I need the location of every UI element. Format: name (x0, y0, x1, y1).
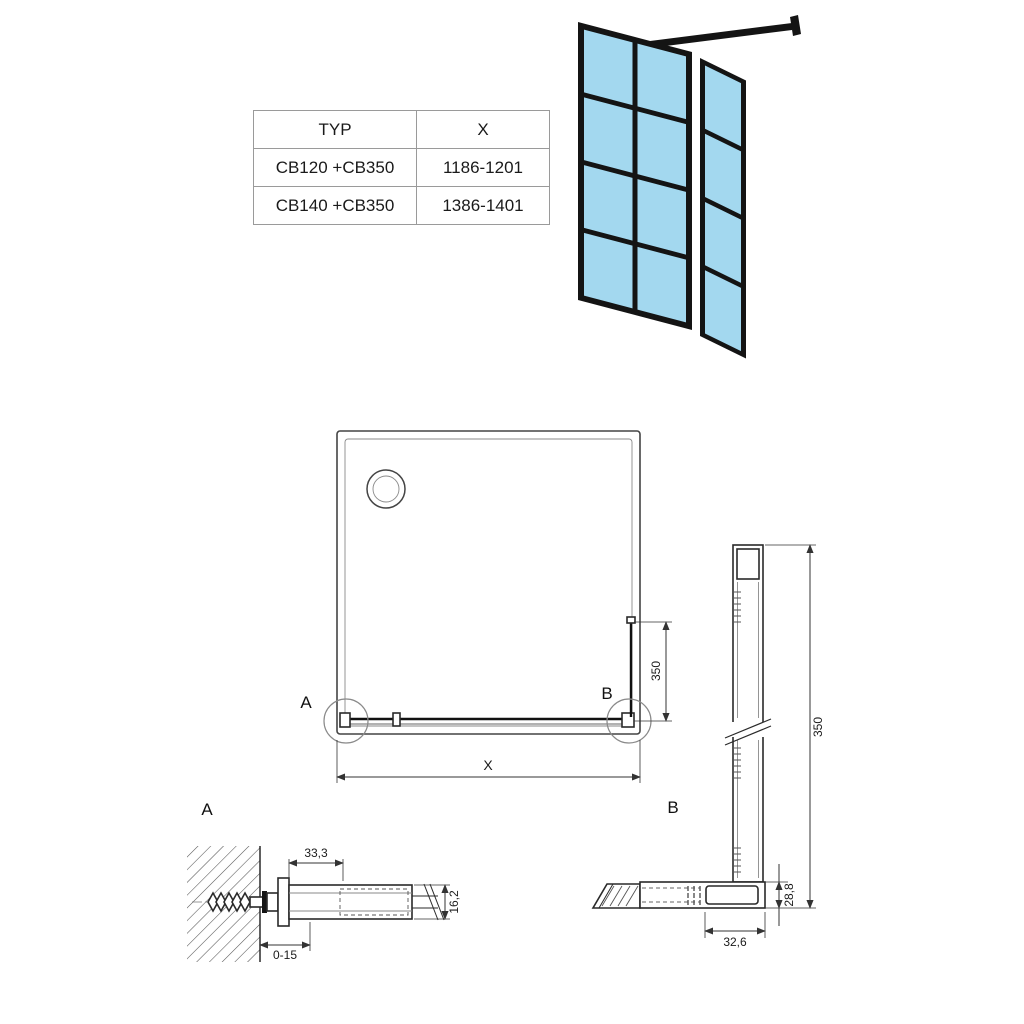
return-glass-panel (700, 58, 746, 359)
table-cell-x: 1386-1401 (416, 186, 550, 225)
dim-return-value: 350 (649, 661, 663, 681)
glass-pane (637, 246, 686, 323)
anchor-screw (207, 891, 279, 913)
clamp-profile (288, 884, 413, 920)
detail-circle-a (323, 698, 369, 744)
glass-pane (705, 201, 741, 283)
profile-rib-ticks (734, 591, 741, 873)
table-header-x: X (416, 110, 550, 149)
break-line (724, 725, 772, 746)
support-bar-bracket (790, 15, 801, 36)
foot-inner-profile (705, 885, 759, 905)
table-header-row: TYP X (253, 110, 550, 149)
detail-a-view: 33,3 16,2 0-15 A (187, 800, 461, 962)
vertical-profile (732, 544, 764, 883)
dim-height-value: 350 (811, 717, 825, 737)
support-bar (650, 23, 792, 48)
foot-rib-texture (687, 886, 701, 905)
dim-bracket-w-value: 32,6 (723, 935, 747, 949)
detail-a-callout: A (300, 693, 312, 712)
glass-pane (584, 165, 633, 241)
dim-x-value: X (483, 757, 493, 773)
side-view-b: 350 28,8 32,6 B (591, 544, 825, 949)
side-view-label: B (667, 798, 678, 817)
screw-washer (262, 891, 267, 913)
dim-clamp-h-value: 16,2 (447, 890, 461, 914)
glass-hidden-edge (339, 888, 409, 916)
foot-hatch (601, 885, 639, 907)
detail-a-view-label: A (201, 800, 213, 819)
glass-pane (584, 97, 633, 173)
foot-cut-edge (598, 883, 614, 909)
size-table: TYP X CB120 +CB350 1186-1201 CB140 +CB35… (253, 110, 550, 225)
glass-pane (705, 270, 741, 352)
plan-view: A B X 350 (300, 430, 672, 783)
isometric-view (578, 15, 801, 359)
glass-pane (705, 133, 741, 215)
glass-pane (705, 65, 741, 147)
dim-wall-gap-value: 0-15 (273, 948, 297, 962)
table-cell-typ: CB140 +CB350 (253, 186, 417, 225)
table-row: CB140 +CB350 1386-1401 (253, 186, 550, 225)
glass-pane (637, 111, 686, 187)
shower-tray-outer (336, 430, 641, 735)
glass-break-line (423, 883, 439, 921)
glass-break-line (429, 883, 445, 921)
table-header-typ: TYP (253, 110, 417, 149)
glass-pane (584, 232, 633, 309)
shower-tray-inner (344, 438, 633, 727)
return-end-cap (626, 616, 636, 624)
glass-pane (584, 29, 633, 106)
screw-shaft (249, 896, 264, 908)
detail-b-callout: B (601, 684, 612, 703)
mid-bracket-fitting (392, 712, 401, 727)
main-glass-panel (578, 22, 692, 330)
break-line (724, 718, 772, 739)
dim-bracket-h-value: 28,8 (782, 883, 796, 907)
drain-inner (372, 475, 400, 503)
screw-head (266, 892, 279, 912)
profile-top-cap (736, 548, 760, 580)
glass-pane (637, 179, 686, 255)
wall-profile-plate (277, 877, 290, 927)
dim-clamp-w-value: 33,3 (304, 846, 328, 860)
glass-pane (637, 43, 686, 120)
wall-profile-fitting (339, 712, 351, 728)
